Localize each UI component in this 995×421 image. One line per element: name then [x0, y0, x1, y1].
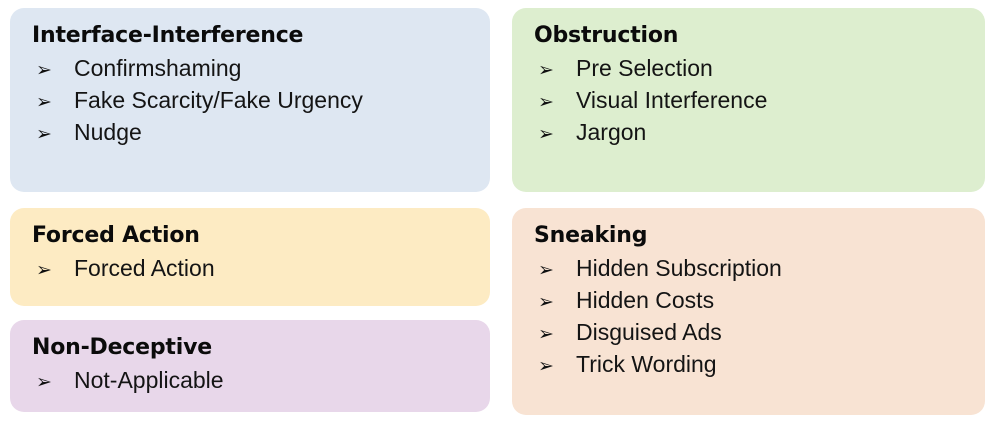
category-title: Sneaking — [534, 223, 648, 248]
arrowhead-bullet-icon: ➢ — [538, 91, 554, 113]
arrowhead-bullet-icon: ➢ — [36, 59, 52, 81]
category-title: Non-Deceptive — [32, 335, 212, 360]
arrowhead-bullet-icon: ➢ — [36, 91, 52, 113]
list-item: ➢ Pre Selection — [534, 52, 967, 84]
list-item: ➢ Disguised Ads — [534, 316, 967, 348]
category-title: Interface-Interference — [32, 23, 304, 48]
arrowhead-bullet-icon: ➢ — [538, 59, 554, 81]
list-item-label: Fake Scarcity/Fake Urgency — [74, 87, 363, 113]
list-item-label: Trick Wording — [576, 351, 717, 377]
list-item: ➢ Fake Scarcity/Fake Urgency — [32, 84, 472, 116]
category-card-non-deceptive: Non-Deceptive ➢ Not-Applicable — [10, 320, 490, 412]
category-card-forced-action: Forced Action ➢ Forced Action — [10, 208, 490, 306]
list-item: ➢ Jargon — [534, 116, 967, 148]
list-item: ➢ Hidden Costs — [534, 284, 967, 316]
category-item-list: ➢ Confirmshaming ➢ Fake Scarcity/Fake Ur… — [32, 52, 472, 148]
list-item-label: Forced Action — [74, 255, 215, 281]
list-item: ➢ Visual Interference — [534, 84, 967, 116]
arrowhead-bullet-icon: ➢ — [538, 123, 554, 145]
arrowhead-bullet-icon: ➢ — [538, 355, 554, 377]
list-item-label: Jargon — [576, 119, 647, 145]
list-item-label: Pre Selection — [576, 55, 713, 81]
list-item-label: Hidden Costs — [576, 287, 715, 313]
list-item-label: Not-Applicable — [74, 367, 224, 393]
arrowhead-bullet-icon: ➢ — [36, 371, 52, 393]
category-item-list: ➢ Forced Action — [32, 252, 472, 284]
category-card-sneaking: Sneaking ➢ Hidden Subscription ➢ Hidden … — [512, 208, 985, 415]
category-item-list: ➢ Not-Applicable — [32, 364, 472, 396]
arrowhead-bullet-icon: ➢ — [538, 323, 554, 345]
category-item-list: ➢ Pre Selection ➢ Visual Interference ➢ … — [534, 52, 967, 148]
list-item: ➢ Not-Applicable — [32, 364, 472, 396]
list-item-label: Confirmshaming — [74, 55, 242, 81]
list-item: ➢ Confirmshaming — [32, 52, 472, 84]
list-item-label: Nudge — [74, 119, 142, 145]
list-item: ➢ Nudge — [32, 116, 472, 148]
category-title: Forced Action — [32, 223, 200, 248]
arrowhead-bullet-icon: ➢ — [538, 259, 554, 281]
category-card-obstruction: Obstruction ➢ Pre Selection ➢ Visual Int… — [512, 8, 985, 192]
list-item: ➢ Forced Action — [32, 252, 472, 284]
arrowhead-bullet-icon: ➢ — [36, 259, 52, 281]
list-item: ➢ Hidden Subscription — [534, 252, 967, 284]
category-card-interface-interference: Interface-Interference ➢ Confirmshaming … — [10, 8, 490, 192]
list-item: ➢ Trick Wording — [534, 348, 967, 380]
list-item-label: Hidden Subscription — [576, 255, 782, 281]
arrowhead-bullet-icon: ➢ — [538, 291, 554, 313]
category-title: Obstruction — [534, 23, 679, 48]
category-item-list: ➢ Hidden Subscription ➢ Hidden Costs ➢ D… — [534, 252, 967, 380]
list-item-label: Disguised Ads — [576, 319, 722, 345]
list-item-label: Visual Interference — [576, 87, 768, 113]
arrowhead-bullet-icon: ➢ — [36, 123, 52, 145]
